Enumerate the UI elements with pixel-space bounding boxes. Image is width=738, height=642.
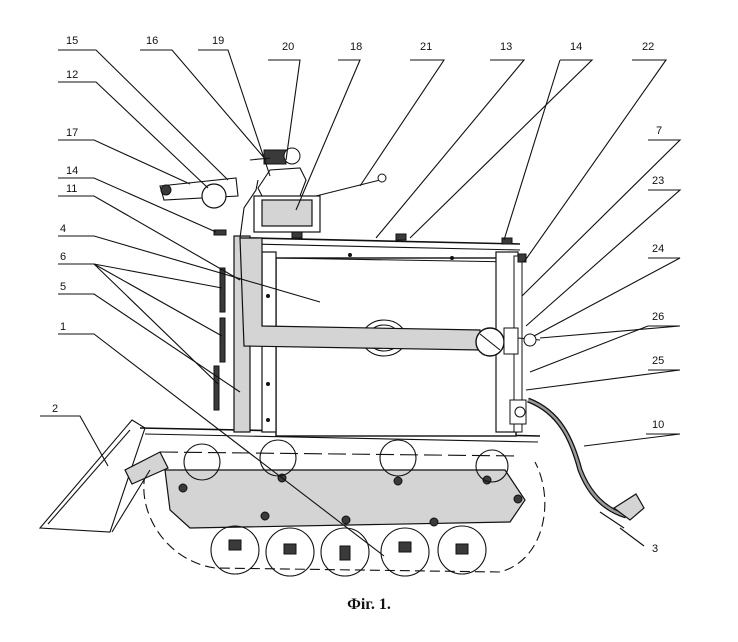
callout-18: 18 — [350, 41, 362, 53]
hull-bolts — [178, 473, 523, 527]
road-wheels — [210, 525, 487, 577]
callout-19: 19 — [212, 35, 224, 47]
callout-14-left: 14 — [66, 165, 78, 177]
callout-21: 21 — [420, 41, 432, 53]
callout-labels: 15 16 19 20 18 21 13 14 22 12 17 14 11 4… — [52, 35, 664, 555]
callout-11: 11 — [66, 183, 77, 195]
callout-26: 26 — [652, 311, 664, 323]
track-chassis — [139, 427, 546, 577]
callout-7: 7 — [656, 125, 662, 137]
callout-14-top: 14 — [570, 41, 582, 53]
callout-10: 10 — [652, 419, 664, 431]
callout-22: 22 — [642, 41, 654, 53]
dozer-blade — [38, 419, 169, 533]
camera-head — [159, 147, 527, 263]
leader-lines — [40, 49, 682, 557]
callout-3: 3 — [652, 543, 658, 555]
callout-5: 5 — [60, 281, 66, 293]
callout-24: 24 — [652, 243, 664, 255]
callout-25: 25 — [652, 355, 664, 367]
boom-pipe — [239, 237, 541, 357]
hose-assembly — [509, 397, 645, 529]
callout-15: 15 — [66, 35, 78, 47]
callout-13: 13 — [500, 41, 512, 53]
callout-2: 2 — [52, 403, 58, 415]
callout-20: 20 — [282, 41, 294, 53]
callout-23: 23 — [652, 175, 664, 187]
callout-1: 1 — [60, 321, 66, 333]
callout-4: 4 — [60, 223, 66, 235]
callout-17: 17 — [66, 127, 78, 139]
callout-16: 16 — [146, 35, 158, 47]
figure-caption: Фіг. 1. — [347, 596, 391, 613]
callout-12: 12 — [66, 69, 78, 81]
callout-6: 6 — [60, 251, 66, 263]
